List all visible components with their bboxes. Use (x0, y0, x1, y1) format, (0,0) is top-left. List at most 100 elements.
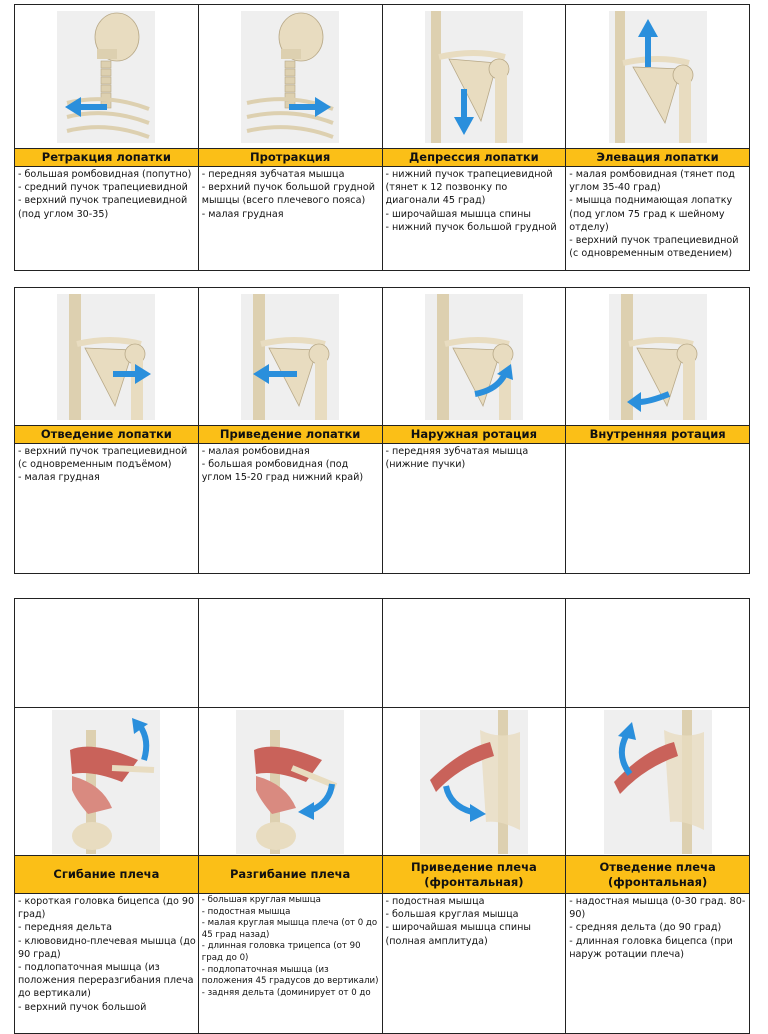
curved-arrow-icon (626, 390, 670, 412)
arrow-right-icon (289, 96, 332, 117)
torso-muscle-illustration (603, 709, 712, 854)
arrow-right-icon (113, 363, 152, 384)
muscles-external-rotation: - передняя зубчатая мышца (нижние пучки) (381, 443, 567, 574)
arrow-left-icon (65, 96, 108, 117)
cell-image-external-rotation (381, 287, 567, 426)
muscle-item: - подлопаточная мышца (из положения пере… (18, 962, 194, 1000)
muscle-item: - верхний пучок большой (18, 1001, 147, 1013)
cell-image-shoulder-flexion (14, 707, 199, 856)
skeleton-scapula-illustration (608, 293, 707, 420)
header-internal-rotation: Внутренняя ротация (565, 425, 750, 444)
cell-image-shoulder-abduction (565, 707, 750, 856)
arrow-down-icon (453, 88, 474, 135)
curved-arrow-icon (298, 783, 336, 820)
empty-cell (197, 598, 383, 708)
muscle-item: - верхний пучок трапециевидной (с одновр… (18, 446, 188, 471)
muscles-elevation: - малая ромбовидная (тянет под углом 35-… (565, 166, 750, 271)
skeleton-scapula-illustration (57, 293, 156, 420)
muscle-item: - верхний пучок трапециевидной (под угло… (18, 195, 188, 220)
torso-muscle-illustration (236, 709, 345, 854)
curved-arrow-icon (442, 784, 486, 822)
cell-image-internal-rotation (565, 287, 750, 426)
muscle-item: - короткая головка бицепса (до 90 град) (18, 896, 195, 921)
muscle-item: - большая круглая мышца (385, 909, 519, 921)
cell-image-abduction-scapula (14, 287, 199, 426)
header-depression: Депрессия лопатки (381, 148, 567, 167)
empty-cell (381, 598, 567, 708)
empty-cell (565, 598, 750, 708)
muscle-item: - малая круглая мышца плеча (от 0 до 45 … (201, 918, 378, 940)
header-protraction: Протракция (197, 148, 383, 167)
section-1-table: Ретракция лопатки Протракция Депрессия л… (14, 4, 750, 271)
header-retraction: Ретракция лопатки (14, 148, 199, 167)
muscle-item: - широчайшая мышца спины (полная амплиту… (385, 922, 531, 947)
torso-muscle-illustration (419, 709, 528, 854)
muscles-internal-rotation (565, 443, 750, 574)
arrow-up-icon (637, 18, 658, 67)
muscle-item: - длинная головка бицепса (при наруж рот… (569, 935, 733, 960)
header-external-rotation: Наружная ротация (381, 425, 567, 444)
header-abduction-scapula: Отведение лопатки (14, 425, 199, 444)
cell-image-adduction-scapula (197, 287, 383, 426)
empty-cell (14, 598, 199, 708)
muscle-item: - большая круглая мышца (201, 895, 321, 905)
cell-image-shoulder-adduction (381, 707, 567, 856)
muscle-item: - подостная мышца (385, 896, 485, 907)
arrow-left-icon (253, 363, 298, 384)
muscle-item: - передняя зубчатая мышца (нижние пучки) (385, 446, 529, 471)
muscle-item: - малая ромбовидная (тянет под углом 35-… (569, 169, 735, 194)
cell-image-protraction (197, 4, 383, 149)
muscle-item: - передняя зубчатая мышца (201, 169, 345, 180)
skeleton-shoulder-illustration (608, 10, 707, 143)
section-2-table: Отведение лопатки Приведение лопатки Нар… (14, 287, 750, 574)
muscles-retraction: - большая ромбовидная (попутно) - средни… (14, 166, 199, 271)
header-shoulder-flexion: Сгибание плеча (14, 855, 199, 894)
muscles-shoulder-extension: - большая круглая мышца - подостная мышц… (197, 893, 383, 1034)
muscle-item: - мышца поднимающая лопатку (под углом 7… (569, 195, 733, 233)
muscle-item: - нижний пучок большой грудной (385, 221, 557, 233)
muscle-item: - малая грудная (18, 472, 100, 484)
muscles-depression: - нижний пучок трапециевидной (тянет к 1… (381, 166, 567, 271)
cell-image-depression (381, 4, 567, 149)
cell-image-retraction (14, 4, 199, 149)
muscle-item: - подостная мышца (201, 906, 291, 917)
curved-arrow-icon (132, 717, 150, 761)
muscle-item: - надостная мышца (0-30 град. 80-90) (569, 896, 746, 921)
skeleton-shoulder-illustration (424, 10, 523, 143)
muscle-item: - верхний пучок трапециевидной (с одновр… (569, 235, 739, 260)
muscle-item: - малая грудная (201, 208, 284, 220)
muscle-item: - широчайшая мышца спины (385, 208, 531, 220)
curved-arrow-icon (474, 363, 513, 397)
muscle-item: - подлопаточная мышца (из положения 45 г… (201, 964, 379, 987)
muscles-shoulder-abduction: - надостная мышца (0-30 град. 80-90) - с… (565, 893, 750, 1034)
muscle-item: - задняя дельта (доминирует от 0 до (201, 987, 371, 998)
muscles-adduction-scapula: - малая ромбовидная - большая ромбовидна… (197, 443, 383, 574)
muscle-item: - малая ромбовидная (201, 446, 310, 457)
muscle-item: - средняя дельта (до 90 град) (569, 922, 722, 934)
skeleton-neck-illustration (57, 10, 156, 143)
skeleton-scapula-illustration (424, 293, 523, 420)
header-elevation: Элевация лопатки (565, 148, 750, 167)
muscle-item: - длинная головка трицепса (от 90 град д… (201, 941, 361, 963)
header-shoulder-extension: Разгибание плеча (197, 855, 383, 894)
muscles-shoulder-adduction: - подостная мышца - большая круглая мышц… (381, 893, 567, 1034)
cell-image-shoulder-extension (197, 707, 383, 856)
muscle-item: - большая ромбовидная (под углом 15-20 г… (201, 459, 364, 484)
muscles-protraction: - передняя зубчатая мышца - верхний пучо… (197, 166, 383, 271)
header-shoulder-abduction: Отведение плеча (фронтальная) (565, 855, 750, 894)
muscle-item: - большая ромбовидная (попутно) (18, 169, 192, 180)
muscle-item: - клювовидно-плечевая мышца (до 90 град) (18, 935, 196, 960)
torso-muscle-illustration (52, 709, 161, 854)
curved-arrow-icon (617, 721, 636, 776)
muscle-item: - передняя дельта (18, 922, 112, 934)
header-shoulder-adduction: Приведение плеча (фронтальная) (381, 855, 567, 894)
muscles-abduction-scapula: - верхний пучок трапециевидной (с одновр… (14, 443, 199, 574)
cell-image-elevation (565, 4, 750, 149)
section-3-table: Сгибание плеча Разгибание плеча Приведен… (14, 598, 750, 1034)
muscle-item: - средний пучок трапециевидной (18, 182, 188, 194)
muscle-item: - верхний пучок большой грудной мышцы (в… (201, 182, 376, 207)
header-adduction-scapula: Приведение лопатки (197, 425, 383, 444)
muscle-item: - нижний пучок трапециевидной (тянет к 1… (385, 169, 553, 207)
skeleton-scapula-illustration (241, 293, 340, 420)
skeleton-neck-illustration (241, 10, 340, 143)
